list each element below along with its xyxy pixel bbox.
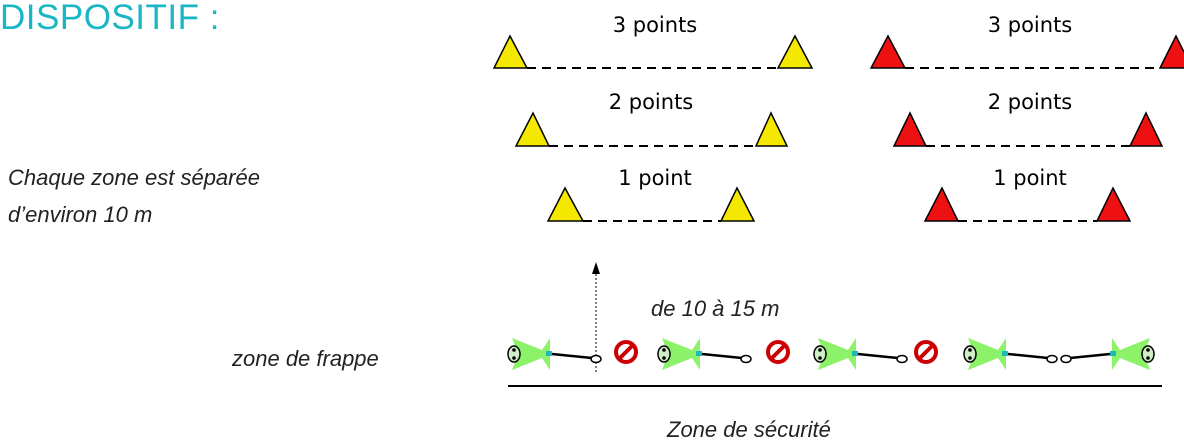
golf-club-icon xyxy=(1007,352,1058,364)
cone-icon xyxy=(514,111,551,147)
no-entry-icon xyxy=(914,340,938,364)
row-label-2-points: 2 points xyxy=(609,90,694,114)
golf-club-icon xyxy=(551,352,602,364)
cone-icon xyxy=(492,34,529,69)
row-label-1-point: 1 point xyxy=(618,166,692,190)
cone-icon xyxy=(869,34,907,69)
right-zone-group: 3 points 2 points 1 point xyxy=(869,13,1184,222)
cone-icon xyxy=(1095,186,1132,222)
hitting-zone-label: zone de frappe xyxy=(232,346,379,371)
row-label-3-points: 3 points xyxy=(613,13,698,37)
zone-spacing-note-line2: d’environ 10 m xyxy=(8,202,153,227)
golf-tee-icon xyxy=(1110,338,1155,370)
row-label-1-point: 1 point xyxy=(993,166,1067,190)
cone-icon xyxy=(546,186,585,222)
cone-icon xyxy=(719,186,756,222)
cone-icon xyxy=(776,34,814,69)
row-label-2-points: 2 points xyxy=(988,90,1073,114)
safety-zone-label: Zone de sécurité xyxy=(667,417,831,442)
zone-spacing-note-line1: Chaque zone est séparée xyxy=(8,165,260,190)
hitting-zone xyxy=(507,338,1155,370)
page-title: DISPOSITIF : xyxy=(0,0,220,37)
golf-tee-icon xyxy=(963,338,1008,370)
cone-icon xyxy=(892,111,928,147)
golf-club-icon xyxy=(1060,352,1111,364)
cone-icon xyxy=(1158,34,1184,69)
golf-tee-icon xyxy=(657,338,702,370)
cone-icon xyxy=(923,186,960,222)
row-label-3-points: 3 points xyxy=(988,13,1073,37)
golf-club-icon xyxy=(857,352,908,364)
cone-icon xyxy=(754,111,789,147)
golf-tee-icon xyxy=(813,338,858,370)
cone-icon xyxy=(1128,111,1164,147)
golf-tee-icon xyxy=(507,338,552,370)
left-zone-group: 3 points 2 points 1 point xyxy=(492,13,814,222)
no-entry-icon xyxy=(766,340,790,364)
golf-club-icon xyxy=(701,352,752,364)
no-entry-icon xyxy=(614,340,638,364)
distance-label: de 10 à 15 m xyxy=(651,296,780,321)
